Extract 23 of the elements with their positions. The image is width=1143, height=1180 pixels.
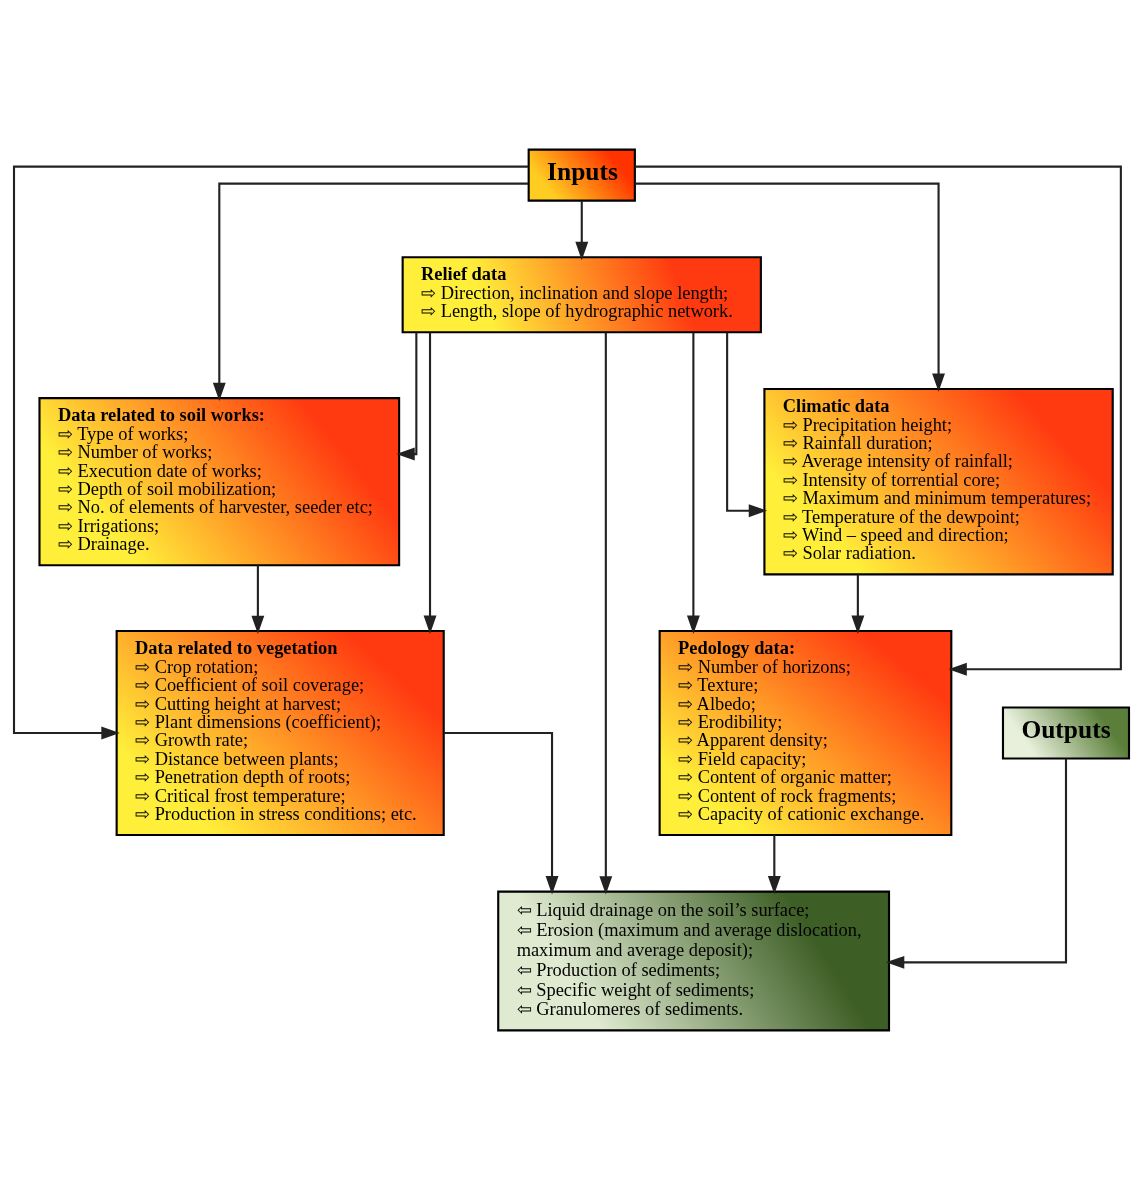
arrow [212, 182, 529, 402]
arrow [251, 565, 265, 635]
arrow [396, 332, 418, 461]
arrow [686, 332, 700, 634]
node-box: Inputs [527, 148, 636, 202]
node-box: ⇦ Liquid drainage on the soil’s surface; ⇦ Erosion (maximum and average dislocation, maximum and average deposit); ⇦ Production of sediments; ⇦ Specific weight of sediments; ⇦ Granulomeres of sediments. [497, 890, 891, 1032]
node-box: Relief data ⇨ Direction, inclination and slope length; ⇨ Length, slope of hydrographic network. [401, 256, 762, 334]
node-box: Outputs [1001, 706, 1131, 760]
arrow [635, 182, 945, 392]
node-box: Data related to vegetation ⇨ Crop rotation; ⇨ Coefficient of soil coverage; ⇨ Cutting height at harvest; ⇨ Plant dimensions (coefficient); ⇨ Growth rate; ⇨ Distance between plants; ⇨ Penetration depth of roots; ⇨ Critical frost temperature; ⇨ Production in stress conditions; etc. [115, 630, 445, 836]
arrow [767, 834, 781, 895]
arrow [726, 332, 768, 518]
arrow [12, 165, 529, 740]
arrow [575, 201, 589, 261]
arrow [634, 165, 1122, 676]
arrow [423, 332, 437, 634]
node-box: Data related to soil works: ⇨ Type of works; ⇨ Number of works; ⇨ Execution date of works; ⇨ Depth of soil mobilization; ⇨ No. of elements of harvester, seeder etc; ⇨ Irrigations; ⇨ Drainage. [38, 397, 401, 567]
node-box: Pedology data: ⇨ Number of horizons; ⇨ Texture; ⇨ Albedo; ⇨ Erodibility; ⇨ Apparent density; ⇨ Field capacity; ⇨ Content of organic matter; ⇨ Content of rock fragments; ⇨ Capacity of cationic exchange. [658, 630, 953, 836]
arrow [443, 731, 559, 895]
arrow [851, 574, 865, 634]
arrow [599, 332, 613, 895]
node-box: Climatic data ⇨ Precipitation height; ⇨ Rainfall duration; ⇨ Average intensity of rainfall; ⇨ Intensity of torrential core; ⇨ Maximum and minimum temperatures; ⇨ Temperature of the dewpoint; ⇨ Wind – speed and direction; ⇨ Solar radiation. [763, 387, 1114, 576]
arrow [885, 758, 1068, 969]
